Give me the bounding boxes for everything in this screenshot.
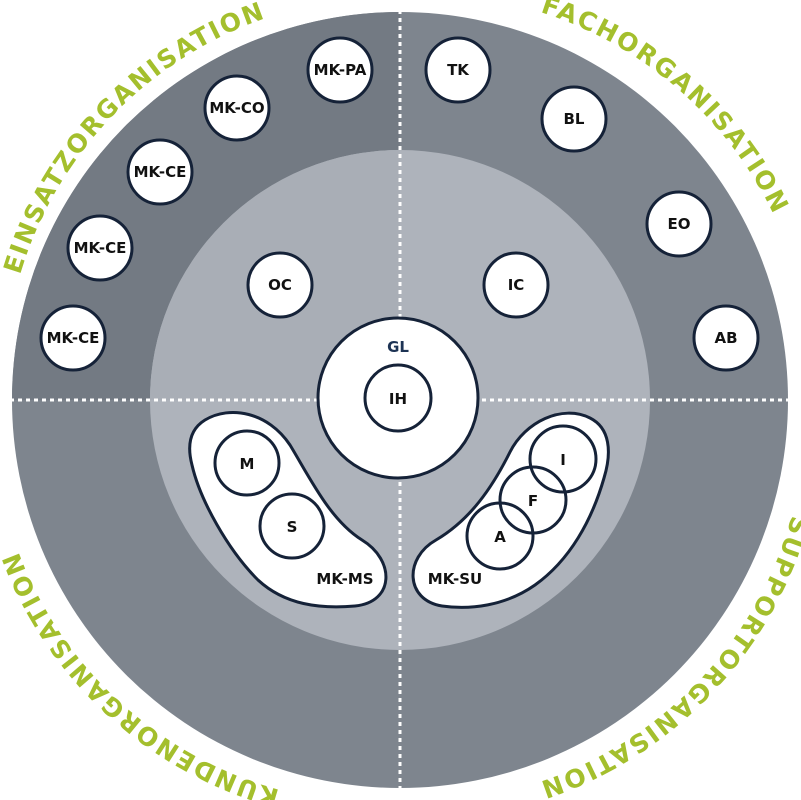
svg-text:BL: BL xyxy=(564,110,585,128)
node-mk-ce-1: MK-CE xyxy=(126,138,194,206)
svg-text:MK-PA: MK-PA xyxy=(314,61,367,79)
node-mk-ce-3: MK-CE xyxy=(39,304,107,372)
svg-text:A: A xyxy=(494,528,506,546)
svg-text:IC: IC xyxy=(508,276,525,294)
svg-text:IH: IH xyxy=(389,390,407,408)
svg-text:S: S xyxy=(287,518,298,536)
svg-text:MK-CE: MK-CE xyxy=(74,239,127,257)
node-mk-ce-2: MK-CE xyxy=(66,214,134,282)
svg-text:MK-CO: MK-CO xyxy=(209,99,264,117)
svg-text:EO: EO xyxy=(668,215,691,233)
node-ab: AB xyxy=(692,304,760,372)
node-s: S xyxy=(258,492,326,560)
svg-text:M: M xyxy=(240,455,255,473)
svg-text:MK-CE: MK-CE xyxy=(47,329,100,347)
svg-text:I: I xyxy=(560,451,566,469)
node-tk: TK xyxy=(424,36,492,104)
node-mk-co: MK-CO xyxy=(203,74,271,142)
svg-text:MK-MS: MK-MS xyxy=(316,570,373,588)
node-ih: IH xyxy=(363,363,433,433)
svg-text:TK: TK xyxy=(447,61,470,79)
node-ic: IC xyxy=(482,251,550,319)
node-i: I xyxy=(528,424,598,494)
node-m: M xyxy=(213,429,281,497)
svg-text:MK-CE: MK-CE xyxy=(134,163,187,181)
node-mk-pa: MK-PA xyxy=(306,36,374,104)
node-oc: OC xyxy=(246,251,314,319)
svg-text:AB: AB xyxy=(714,329,737,347)
node-eo: EO xyxy=(645,190,713,258)
svg-text:F: F xyxy=(528,492,538,510)
node-bl: BL xyxy=(540,85,608,153)
node-a: A xyxy=(465,501,535,571)
svg-text:OC: OC xyxy=(268,276,292,294)
svg-text:GL: GL xyxy=(387,338,409,356)
group-mk-su: MK-SU xyxy=(411,411,610,609)
svg-text:MK-SU: MK-SU xyxy=(428,570,482,588)
